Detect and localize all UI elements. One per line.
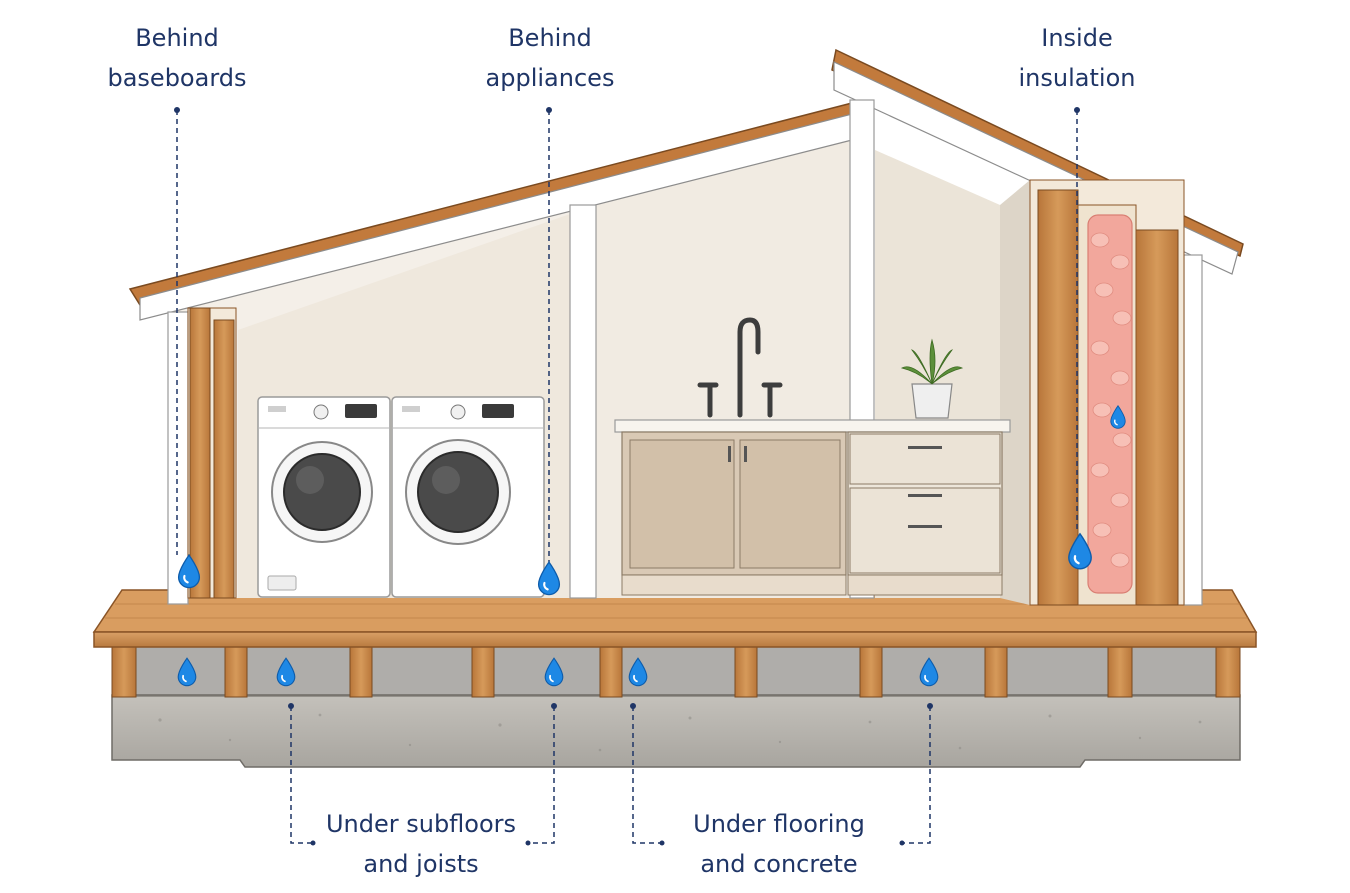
label-line: insulation [1018, 64, 1136, 92]
right-stud-wall [1029, 179, 1185, 606]
label-line: and joists [363, 850, 479, 878]
wall-posts [167, 99, 1203, 606]
potted-plant [900, 338, 964, 419]
label-line: appliances [485, 64, 615, 92]
insulation-batt [1087, 214, 1133, 594]
dryer [391, 396, 545, 598]
washer [257, 396, 391, 598]
label-line: baseboards [107, 64, 247, 92]
label-under-subfloors: Under subfloors and joists [311, 804, 531, 884]
label-inside-insulation: Inside insulation [977, 18, 1177, 98]
leader-lines [176, 110, 1078, 844]
label-behind-appliances: Behind appliances [450, 18, 650, 98]
label-line: Under subfloors [325, 810, 517, 838]
crawl-space [112, 647, 1240, 697]
label-line: Under flooring [693, 810, 865, 838]
concrete-slab [111, 694, 1241, 768]
label-behind-baseboards: Behind baseboards [77, 18, 277, 98]
label-line: and concrete [700, 850, 858, 878]
leader-dots [174, 107, 1080, 846]
faucet [697, 317, 783, 418]
sink-cabinet [614, 419, 1011, 596]
label-line: Behind [135, 24, 219, 52]
floor-joists [111, 646, 1241, 698]
label-line: Inside [1041, 24, 1113, 52]
left-stud-wall [187, 307, 237, 599]
label-line: Behind [508, 24, 592, 52]
label-under-flooring: Under flooring and concrete [669, 804, 889, 884]
